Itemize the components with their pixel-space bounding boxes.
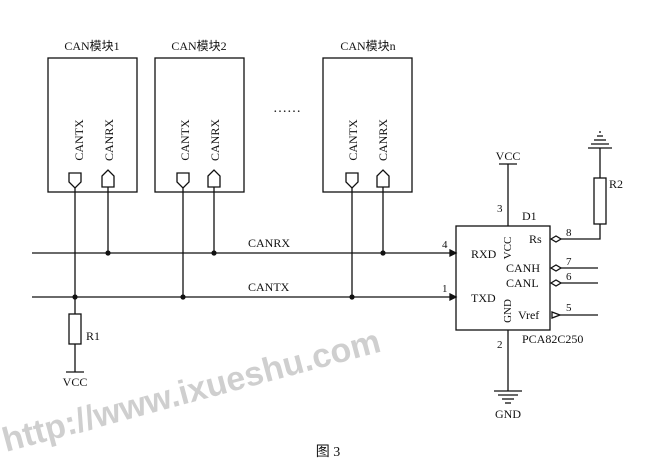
- pin-number-1: 1: [442, 283, 448, 295]
- pin-canl-label: CANL: [506, 276, 539, 290]
- pin-txd-label: TXD: [471, 291, 496, 305]
- pin-canh-label: CANH: [506, 261, 540, 275]
- pin-number-2: 2: [497, 339, 503, 351]
- canrx-bus-label: CANRX: [248, 236, 290, 250]
- can-module-2: CAN模块2 CANTX CANRX: [154, 39, 245, 193]
- pin-number-6: 6: [566, 271, 572, 283]
- ground-bottom-symbol: GND: [494, 330, 522, 421]
- junction-dots: [72, 250, 386, 300]
- ground-top-symbol: [588, 131, 612, 149]
- vcc-top-label: VCC: [496, 149, 521, 163]
- module-1-tx-port: [68, 172, 82, 189]
- cantx-bus-label: CANTX: [248, 280, 290, 294]
- module-n-title: CAN模块n: [340, 39, 395, 53]
- module-n-cantx-label: CANTX: [346, 119, 360, 161]
- pin-vref-label: Vref: [518, 308, 539, 322]
- pin-rs-label: Rs: [529, 232, 542, 246]
- module-n-canrx-label: CANRX: [376, 119, 390, 161]
- can-module-1: CAN模块1 CANTX CANRX: [47, 39, 138, 193]
- resistor-r2: R2: [593, 148, 623, 225]
- module-2-canrx-label: CANRX: [208, 119, 222, 161]
- vcc-bottom-label: VCC: [63, 375, 88, 389]
- cantx-bus: CANTX: [32, 280, 458, 302]
- vcc-bottom-symbol: VCC: [63, 371, 88, 389]
- module-2-rx-port: [207, 169, 221, 188]
- watermark-text: http://www.ixueshu.com: [0, 322, 385, 460]
- pin-number-7: 7: [566, 256, 572, 268]
- transceiver-chip: D1 PCA82C250 RXD TXD VCC GND Rs CANH CAN…: [442, 203, 583, 351]
- module-1-rx-port: [101, 169, 115, 188]
- pin-number-5: 5: [566, 302, 572, 314]
- chip-right-pins: [549, 224, 601, 319]
- chip-name: PCA82C250: [522, 332, 583, 346]
- module-n-tx-port: [345, 172, 359, 189]
- resistor-r1: R1: [68, 313, 100, 372]
- canrx-bus: CANRX: [32, 236, 458, 258]
- pin-number-8: 8: [566, 227, 572, 239]
- pin-rxd-label: RXD: [471, 247, 497, 261]
- pin-gnd-label: GND: [502, 299, 514, 323]
- module-connections: [74, 187, 384, 314]
- pin-vcc-label: VCC: [502, 237, 514, 260]
- module-1-canrx-label: CANRX: [102, 119, 116, 161]
- chip-designator: D1: [522, 209, 537, 223]
- vcc-top-symbol: VCC: [496, 149, 521, 226]
- module-n-rx-port: [376, 169, 390, 188]
- module-2-tx-port: [176, 172, 190, 189]
- figure-caption: 图 3: [316, 445, 341, 460]
- pin-number-4: 4: [442, 239, 448, 251]
- modules-ellipsis: ……: [273, 101, 301, 116]
- pin-number-3: 3: [497, 203, 503, 215]
- r1-label: R1: [86, 329, 100, 343]
- module-2-title: CAN模块2: [171, 39, 226, 53]
- gnd-bottom-label: GND: [495, 407, 521, 421]
- module-1-cantx-label: CANTX: [72, 119, 86, 161]
- can-module-n: CAN模块n CANTX CANRX: [322, 39, 413, 193]
- r2-label: R2: [609, 177, 623, 191]
- module-1-title: CAN模块1: [64, 39, 119, 53]
- module-2-cantx-label: CANTX: [178, 119, 192, 161]
